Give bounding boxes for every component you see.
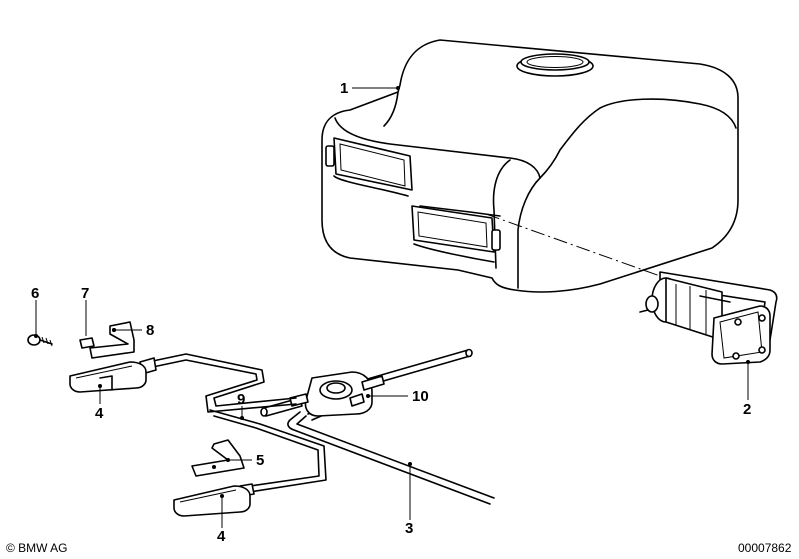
callout-4-lower: 4 — [217, 528, 226, 545]
part-screw[interactable] — [27, 334, 53, 347]
part-clip-nut[interactable] — [79, 300, 95, 349]
callout-2: 2 — [743, 401, 751, 418]
callout-5: 5 — [256, 452, 264, 469]
part-holder[interactable] — [89, 321, 135, 359]
diagram-number: 00007862 — [738, 541, 792, 555]
part-washer-pump[interactable] — [639, 271, 778, 365]
part-washer-reservoir[interactable] — [321, 39, 739, 293]
part-t-piece-valve[interactable] — [260, 371, 385, 417]
part-nozzle-lower[interactable] — [173, 485, 251, 517]
callout-3: 3 — [405, 520, 413, 537]
callout-7: 7 — [81, 285, 89, 302]
callout-6: 6 — [31, 285, 39, 302]
part-bracket[interactable] — [191, 439, 245, 477]
part-nozzle-upper[interactable] — [69, 361, 147, 393]
part-nozzle-line-upper[interactable] — [139, 353, 297, 413]
callout-4-upper: 4 — [95, 405, 104, 422]
callout-8: 8 — [146, 322, 154, 339]
callout-1: 1 — [340, 80, 348, 97]
callout-10: 10 — [412, 388, 429, 405]
callout-9: 9 — [237, 391, 245, 408]
leader-lines — [34, 86, 750, 528]
copyright-label: © BMW AG — [6, 541, 68, 555]
